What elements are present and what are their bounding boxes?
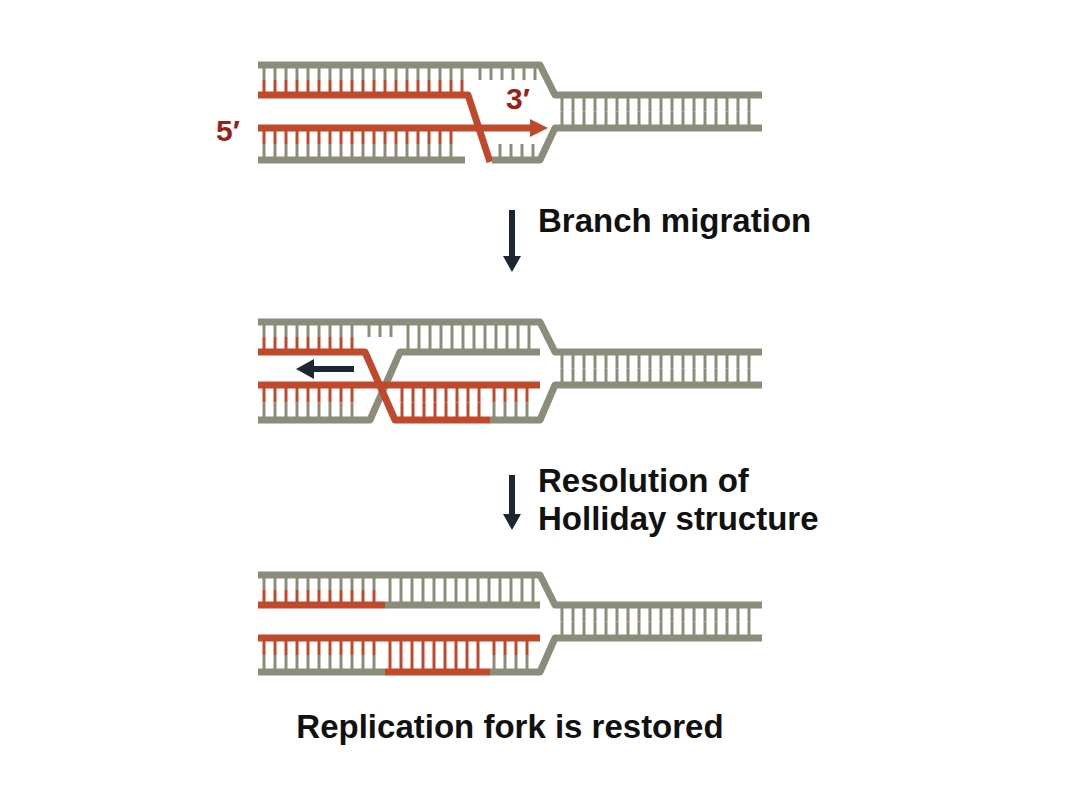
new-strand [258,125,532,132]
template-strand [258,322,762,352]
step-arrow [503,210,521,272]
step-label: Branch migration [538,202,811,240]
strand-end-label: 5′ [216,114,240,149]
new-strand [258,635,540,642]
template-strand [258,669,385,676]
base-pairs [264,65,749,672]
dna-strands [258,65,762,672]
migration-arrow [296,359,354,379]
template-strand [258,575,762,605]
new-strand [385,669,490,676]
step-arrow [503,475,521,530]
template-strand [490,638,762,672]
template-strand [258,352,540,420]
template-strand [258,157,465,164]
template-strand [385,602,540,609]
step-label: Resolution of Holliday structure [538,462,883,538]
new-strand [258,602,385,609]
strand-arrowhead [530,119,548,137]
strand-end-label: 3′ [506,82,530,117]
new-strand [258,382,540,389]
result-label: Replication fork is restored [296,708,723,746]
template-strand [490,385,762,420]
